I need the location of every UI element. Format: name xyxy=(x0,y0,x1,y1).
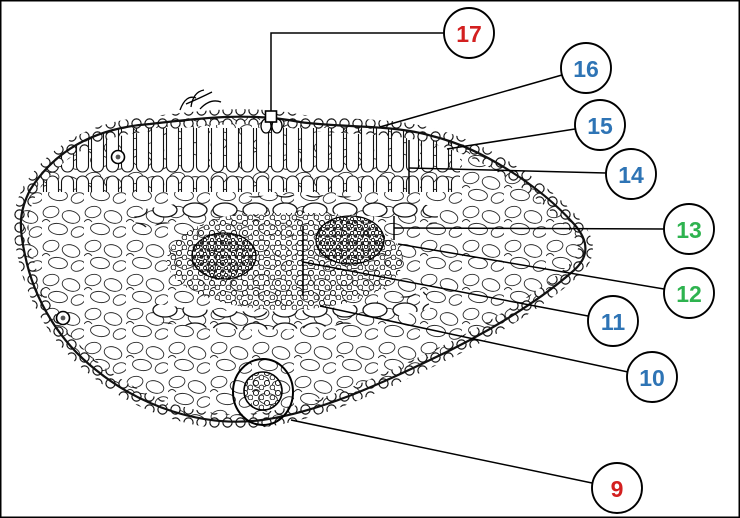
palisade-mesophyll xyxy=(40,128,460,192)
leader-line-14 xyxy=(408,167,607,174)
label-9-text: 9 xyxy=(611,476,624,502)
bottom-vascular-bundle xyxy=(243,371,283,411)
label-16-text: 16 xyxy=(573,56,599,82)
leader-line-9 xyxy=(290,419,593,484)
label-15-text: 15 xyxy=(587,113,613,139)
annotations: 17 16 15 14 13 xyxy=(264,7,715,514)
label-11: 11 xyxy=(302,226,639,347)
leader-line-17 xyxy=(270,32,444,111)
label-10: 10 xyxy=(319,305,678,403)
label-9: 9 xyxy=(290,419,643,514)
label-11-text: 11 xyxy=(601,309,626,335)
label-14-text: 14 xyxy=(618,162,644,188)
label-circle-15 xyxy=(574,99,626,151)
bundle-sheath-upper-arc xyxy=(133,194,440,229)
leader-line-12 xyxy=(397,243,665,290)
label-circle-14 xyxy=(605,148,657,200)
bundle-sheath-lower-arc xyxy=(148,291,431,330)
stoma-left-upper xyxy=(110,149,126,165)
label-17: 17 xyxy=(264,7,495,123)
label-circle-17 xyxy=(443,7,495,59)
leader-line-10 xyxy=(319,305,629,373)
leader-line-16 xyxy=(379,74,563,128)
label-15: 15 xyxy=(446,99,626,151)
label-circle-9 xyxy=(591,462,643,514)
label-13-text: 13 xyxy=(676,217,702,243)
label-13: 13 xyxy=(393,203,715,255)
label-17-text: 17 xyxy=(456,21,482,47)
label-circle-13 xyxy=(663,203,715,255)
label-circle-16 xyxy=(560,42,612,94)
trichomes xyxy=(179,89,222,111)
label-14: 14 xyxy=(408,140,657,200)
bottom-bundle-highlight-circle xyxy=(232,358,294,426)
label-12-text: 12 xyxy=(676,281,702,307)
label-16: 16 xyxy=(379,42,612,128)
label-circle-12 xyxy=(663,267,715,319)
vascular-bundle-right xyxy=(315,215,385,265)
leaf-cross-section xyxy=(0,89,620,440)
label-12: 12 xyxy=(397,243,715,319)
label-circle-11 xyxy=(587,295,639,347)
label-circle-10 xyxy=(626,351,678,403)
stoma-left-lower xyxy=(55,310,71,326)
marker-square-17 xyxy=(264,110,278,123)
leader-line-15 xyxy=(446,128,576,150)
vascular-bundle-left xyxy=(191,232,257,280)
leader-line-13 xyxy=(393,227,665,230)
label-10-text: 10 xyxy=(639,365,665,391)
leader-line-11 xyxy=(302,261,589,317)
